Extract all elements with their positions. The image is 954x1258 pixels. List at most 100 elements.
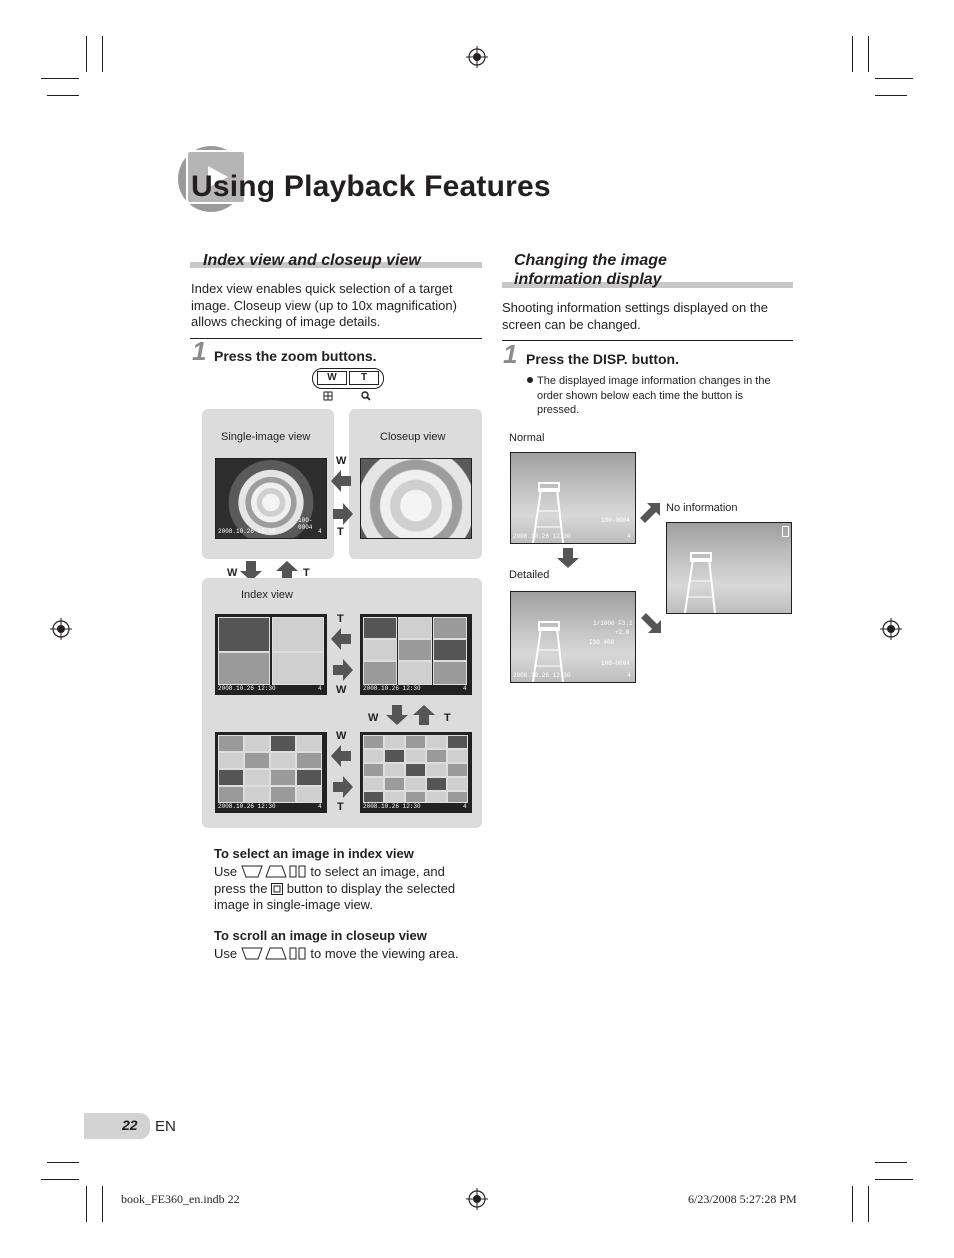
timestamp: 2008.10.26 12:30 bbox=[218, 803, 276, 810]
zoom-lever: W T bbox=[312, 368, 384, 389]
lifeguard-tower bbox=[684, 552, 716, 613]
step-label: Press the zoom buttons. bbox=[214, 348, 377, 364]
iso: ISO 400 bbox=[589, 639, 615, 646]
timestamp: 2008.10.26 12:30 bbox=[513, 533, 571, 540]
crop-mark bbox=[41, 78, 79, 79]
frame-count: 4 bbox=[463, 685, 467, 692]
no-info-screen bbox=[666, 522, 792, 614]
arrow-up-icon bbox=[276, 561, 298, 581]
crop-mark bbox=[86, 36, 87, 72]
index-16-screen: 2008.10.26 12:30 4 bbox=[215, 732, 327, 813]
crop-mark bbox=[852, 36, 853, 72]
crop-mark bbox=[875, 1162, 907, 1163]
playback-icon bbox=[178, 146, 246, 212]
lifeguard-tower bbox=[532, 621, 564, 682]
t-label: T bbox=[303, 567, 310, 579]
file-name: book_FE360_en.indb 22 bbox=[121, 1192, 240, 1206]
timestamp: 2008.10.26 12:30 bbox=[363, 803, 421, 810]
index-select-heading: To select an image in index view bbox=[214, 846, 414, 861]
timestamp: 2008.10.26 12:30 bbox=[513, 672, 571, 679]
arrow-down-icon bbox=[557, 548, 579, 568]
frame-count: 4 bbox=[318, 685, 322, 692]
step-label: Press the DISP. button. bbox=[526, 351, 679, 367]
bullet-dot bbox=[527, 377, 533, 383]
zoom-w-label: W bbox=[317, 371, 347, 385]
index-select-text: Use to select an image, and press the bu… bbox=[214, 864, 456, 912]
arrow-right-icon bbox=[333, 503, 353, 525]
w-label: W bbox=[336, 455, 347, 467]
frame-count: 4 bbox=[463, 803, 467, 810]
magnify-icon bbox=[361, 391, 371, 401]
w-label: W bbox=[336, 684, 347, 696]
frame-count: 4 bbox=[318, 528, 322, 535]
battery-icon bbox=[782, 526, 789, 537]
arrow-pad-icon bbox=[241, 947, 306, 960]
crop-mark bbox=[875, 1179, 913, 1180]
detailed-label: Detailed bbox=[509, 569, 550, 581]
closeup-view-label: Closeup view bbox=[380, 431, 446, 443]
timestamp: 2008.10.26 12:30 bbox=[218, 685, 276, 692]
arrow-left-icon bbox=[331, 470, 351, 492]
crop-mark bbox=[852, 1186, 853, 1222]
divider bbox=[502, 340, 793, 341]
closeup-image-screen bbox=[360, 458, 472, 539]
section-title: Index view and closeup view bbox=[203, 252, 421, 269]
arrow-up-right-icon bbox=[640, 503, 660, 523]
bullet-text: The displayed image information changes … bbox=[537, 375, 771, 416]
timestamp: 2008.10.26 12:30 bbox=[363, 685, 421, 692]
frame-count: 4 bbox=[318, 803, 322, 810]
arrow-up-icon bbox=[413, 705, 435, 725]
t-label: T bbox=[337, 526, 344, 538]
arrow-pad-icon bbox=[241, 865, 306, 878]
arrow-down-icon bbox=[240, 561, 262, 581]
section-underline bbox=[190, 262, 482, 268]
divider bbox=[190, 338, 482, 339]
t-label: T bbox=[337, 801, 344, 813]
index-icon bbox=[323, 391, 333, 401]
frame-count: 4 bbox=[627, 533, 631, 540]
language-code: EN bbox=[155, 1118, 176, 1135]
ok-button-icon bbox=[271, 882, 284, 895]
section-underline bbox=[502, 282, 793, 288]
frame-count: 4 bbox=[627, 672, 631, 679]
section-title-line-1: Changing the image bbox=[514, 252, 667, 269]
index-view-label: Index view bbox=[241, 589, 293, 601]
single-view-label: Single-image view bbox=[221, 431, 311, 443]
section-title-line-2: information display bbox=[514, 271, 662, 288]
single-image-screen: 100-0004 2008.10.26 12:30 4 bbox=[215, 458, 327, 539]
arrow-left-icon bbox=[331, 745, 351, 767]
arrow-left-icon bbox=[331, 628, 351, 650]
page-number: 22 bbox=[122, 1117, 138, 1133]
registration-mark-icon bbox=[466, 1188, 488, 1210]
arrow-right-icon bbox=[333, 659, 353, 681]
crop-mark bbox=[868, 36, 869, 72]
crop-mark bbox=[868, 1186, 869, 1222]
index-25-screen: 2008.10.26 12:30 4 bbox=[360, 732, 472, 813]
w-label: W bbox=[368, 712, 379, 724]
registration-mark-icon bbox=[880, 618, 902, 640]
crop-mark bbox=[47, 95, 79, 96]
closeup-scroll-text: Use to move the viewing area. bbox=[214, 946, 459, 961]
crop-mark bbox=[47, 1162, 79, 1163]
crop-mark bbox=[875, 78, 913, 79]
zoom-t-label: T bbox=[349, 371, 379, 385]
closeup-scroll-heading: To scroll an image in closeup view bbox=[214, 928, 427, 943]
page-number-box: 22 bbox=[84, 1113, 150, 1139]
arrow-down-right-icon bbox=[641, 613, 661, 633]
no-info-label: No information bbox=[666, 502, 738, 514]
page-title: Using Playback Features bbox=[191, 170, 551, 203]
registration-mark-icon bbox=[466, 46, 488, 68]
t-label: T bbox=[444, 712, 451, 724]
normal-label: Normal bbox=[509, 432, 545, 444]
exposure-comp: +2.0 bbox=[615, 629, 630, 636]
crop-mark bbox=[102, 36, 103, 72]
shutter-aperture: 1/1000 F3.1 bbox=[593, 620, 633, 627]
normal-screen: 100-0004 2008.10.26 12:30 4 bbox=[510, 452, 636, 544]
file-number: 100-0004 bbox=[601, 517, 630, 524]
step-number: 1 bbox=[503, 339, 518, 369]
t-label: T bbox=[337, 613, 344, 625]
lifeguard-tower bbox=[532, 482, 564, 543]
crop-mark bbox=[41, 1179, 79, 1180]
arrow-down-icon bbox=[386, 705, 408, 725]
arrow-right-icon bbox=[333, 776, 353, 798]
